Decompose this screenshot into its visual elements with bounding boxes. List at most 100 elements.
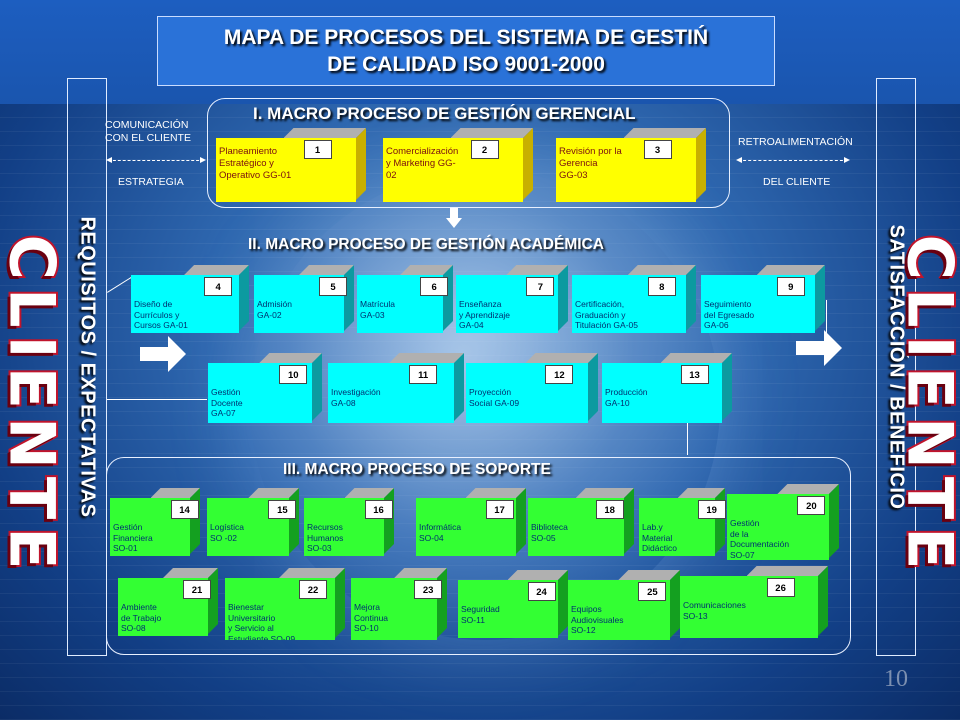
process-label-line: SO-01	[113, 543, 138, 553]
connector-line-right-2	[687, 405, 688, 455]
process-box-top	[284, 128, 367, 138]
process-number-badge: 2	[470, 140, 499, 159]
process-box-side	[818, 566, 828, 636]
process-label-line: Graduación y	[575, 309, 626, 320]
process-label-line: GA-06	[704, 320, 729, 330]
process-label-line: SO-03	[307, 543, 332, 553]
process-box-side	[335, 568, 345, 638]
cliente-left-text: CLIENTE	[0, 233, 71, 580]
process-label-line: de la	[730, 528, 749, 539]
process-number-badge: 17	[485, 500, 514, 519]
process-box-top	[151, 488, 201, 498]
title-line-2: DE CALIDAD ISO 9001-2000	[327, 53, 605, 76]
macro-academica-title: II. MACRO PROCESO DE GESTIÓN ACADÉMICA	[248, 236, 604, 253]
process-label-line: Admisión	[257, 299, 292, 309]
process-label-line: del Egresado	[704, 309, 755, 320]
process-label-line: y Aprendizaje	[459, 309, 511, 320]
process-label-line: Audiovisuales	[571, 614, 624, 625]
process-box-side	[624, 488, 634, 554]
process-box-side	[558, 570, 568, 636]
process-box-side	[516, 488, 526, 554]
process-number-badge: 21	[183, 580, 211, 599]
left-dashed-arrow	[106, 157, 206, 163]
process-box-side	[454, 353, 464, 421]
process-label-line: Financiera	[113, 532, 153, 543]
process-box-side	[344, 265, 354, 331]
process-box-side	[696, 128, 706, 200]
process-label-line: SO-12	[571, 625, 596, 635]
process-box-side	[815, 265, 825, 331]
process-label-line: Continua	[354, 612, 389, 623]
process-label-line: Bienestar	[228, 602, 264, 612]
process-label-line: Planeamiento	[219, 146, 278, 157]
process-box-side	[312, 353, 322, 421]
process-box-top	[777, 484, 839, 494]
process-box-top	[248, 488, 299, 498]
process-label-line: Ambiente	[121, 602, 157, 612]
process-number-badge: 19	[697, 500, 726, 519]
process-box-top	[259, 353, 322, 363]
process-label-line: Comunicaciones	[683, 600, 746, 610]
process-box-side	[356, 128, 366, 200]
process-label-line: SO-10	[354, 623, 379, 633]
process-label-line: y Marketing GG-	[386, 158, 456, 169]
process-number-badge: 5	[319, 277, 347, 296]
process-box-side	[722, 353, 732, 421]
process-box-side	[289, 488, 299, 554]
annot-del-cliente: DEL CLIENTE	[763, 176, 831, 188]
process-box-top	[466, 488, 527, 498]
process-box-side	[443, 265, 453, 331]
process-box-face: Lab.yMaterialDidácticoSO-06	[639, 498, 715, 556]
process-number-badge: 26	[766, 578, 795, 597]
connector-line-right	[826, 300, 827, 342]
process-box-top	[163, 568, 218, 578]
process-box-side	[588, 353, 598, 421]
process-number-badge: 12	[545, 365, 574, 384]
process-label-line: Equipos	[571, 604, 602, 614]
process-box-top	[525, 353, 598, 363]
process-number-badge: 22	[299, 580, 327, 599]
process-box-top	[628, 265, 696, 275]
process-label-line: SO-05	[531, 532, 556, 543]
cliente-left: CLIENTE	[0, 233, 71, 580]
process-box-top	[345, 488, 395, 498]
process-label-line: Cursos GA-01	[134, 320, 188, 330]
process-label-line: SO -02	[210, 532, 237, 543]
process-label-line: Gerencia	[559, 158, 598, 169]
process-label-line: GA-02	[257, 309, 282, 320]
process-number-badge: 9	[776, 277, 805, 296]
process-label-line: Documentación	[730, 539, 790, 549]
macro-gerencial-box	[207, 98, 730, 208]
process-box-side	[190, 488, 200, 554]
process-box-side	[558, 265, 568, 331]
process-box-side	[523, 128, 533, 200]
process-label-line: Gestión	[113, 522, 143, 532]
process-box-side	[686, 265, 696, 331]
process-label-line: GA-07	[211, 408, 236, 418]
process-label-line: GG-03	[559, 170, 588, 181]
right-arrow-left-icon	[140, 336, 186, 372]
process-box-top	[299, 265, 354, 275]
process-box-top	[747, 566, 828, 576]
process-box-top	[184, 265, 249, 275]
process-box-top	[508, 570, 569, 580]
